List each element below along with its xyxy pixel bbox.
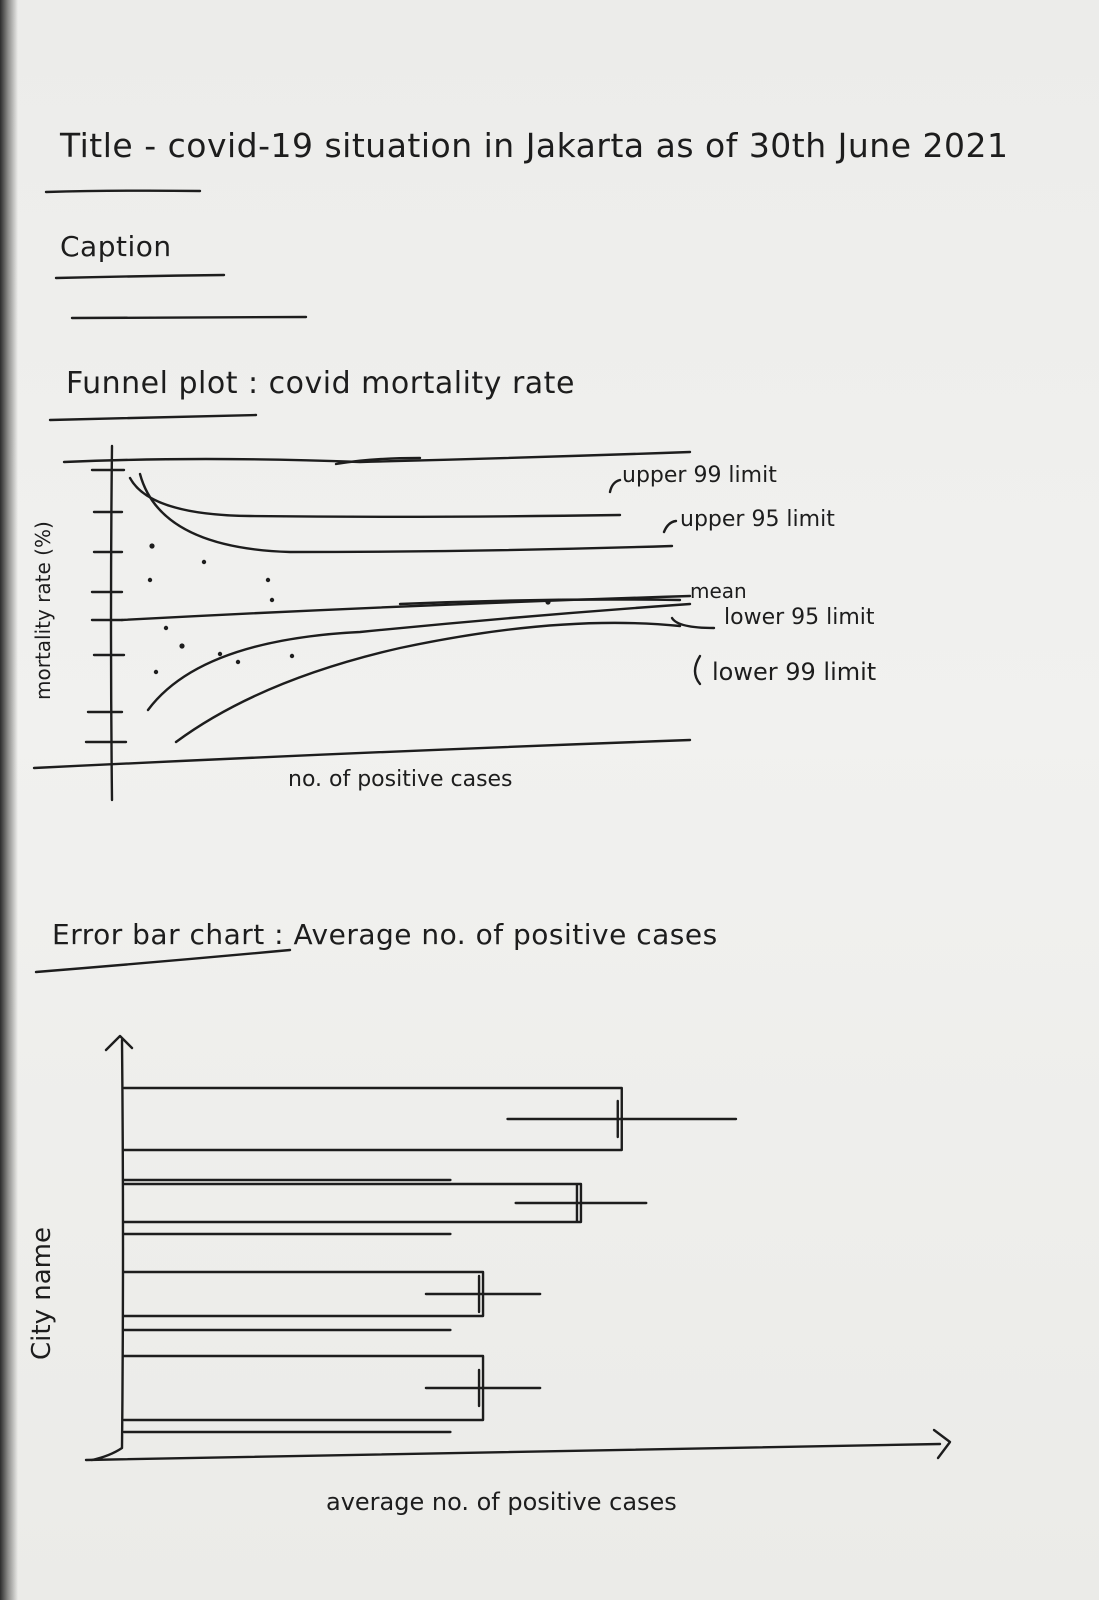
data-point — [265, 577, 271, 583]
funnel-y-axis — [109, 444, 114, 802]
bar-y-arrow — [104, 1034, 134, 1052]
mean-line — [120, 594, 692, 622]
bar-y-axis — [90, 1038, 125, 1462]
bar-x-arrow — [932, 1428, 952, 1460]
error-bar-chart: City name average no. of positive cases — [27, 1034, 952, 1516]
upper-99-bracket — [608, 478, 622, 494]
error-heading-underline — [34, 948, 292, 974]
funnel-scatter-points — [147, 543, 551, 675]
bar-x-axis — [84, 1442, 942, 1462]
error-bar — [424, 1368, 542, 1408]
lower-95-line — [146, 602, 692, 712]
upper-99-line — [62, 450, 692, 464]
bar-x-label: average no. of positive cases — [326, 1488, 677, 1516]
upper-95-bracket — [662, 519, 678, 534]
caption-blank-line — [70, 315, 308, 320]
data-point — [147, 577, 153, 583]
page-edge-shadow — [0, 0, 18, 1600]
lower-99-label: lower 99 limit — [712, 658, 876, 686]
data-point — [201, 559, 207, 565]
data-point — [545, 599, 551, 605]
bar — [122, 1354, 485, 1422]
funnel-y-label: mortality rate (%) — [31, 521, 55, 700]
bar — [122, 1270, 485, 1318]
data-point — [179, 643, 185, 649]
data-point — [153, 669, 159, 675]
bar — [122, 1182, 583, 1224]
funnel-heading-underline — [48, 413, 258, 422]
upper-95-line-b — [138, 472, 674, 554]
caption: Caption — [60, 230, 172, 263]
lower-95-bracket — [670, 616, 716, 630]
data-point — [217, 651, 223, 657]
funnel-plot: upper 99 limit upper 95 limit mean lower… — [31, 444, 876, 802]
funnel-x-label: no. of positive cases — [288, 767, 513, 792]
bar-y-label: City name — [27, 1227, 57, 1360]
funnel-x-axis — [32, 738, 692, 770]
lower-99-bracket — [693, 654, 702, 686]
data-point — [269, 597, 275, 603]
data-point — [235, 659, 241, 665]
upper-95-label: upper 95 limit — [680, 507, 835, 532]
data-point — [149, 543, 155, 549]
upper-95-line-a — [128, 476, 622, 518]
title-underline — [44, 189, 202, 194]
error-bar — [506, 1099, 738, 1139]
funnel-plot-heading: Funnel plot : covid mortality rate — [66, 366, 575, 401]
mean-line-2 — [398, 598, 682, 606]
lower-95-label: lower 95 limit — [724, 605, 875, 630]
bar — [122, 1086, 623, 1152]
error-bar — [514, 1183, 648, 1223]
caption-underline — [54, 273, 226, 280]
mean-label: mean — [690, 579, 747, 603]
upper-99-label: upper 99 limit — [622, 463, 777, 488]
lower-99-line — [174, 621, 682, 744]
funnel-y-ticks — [84, 468, 128, 744]
page-title: Title - covid-19 situation in Jakarta as… — [60, 126, 1009, 165]
error-bars — [122, 1086, 738, 1434]
data-point — [163, 625, 169, 631]
data-point — [289, 653, 295, 659]
error-bar-chart-heading: Error bar chart : Average no. of positiv… — [52, 918, 718, 951]
error-bar — [424, 1274, 542, 1314]
upper-99-scribble — [334, 456, 422, 466]
